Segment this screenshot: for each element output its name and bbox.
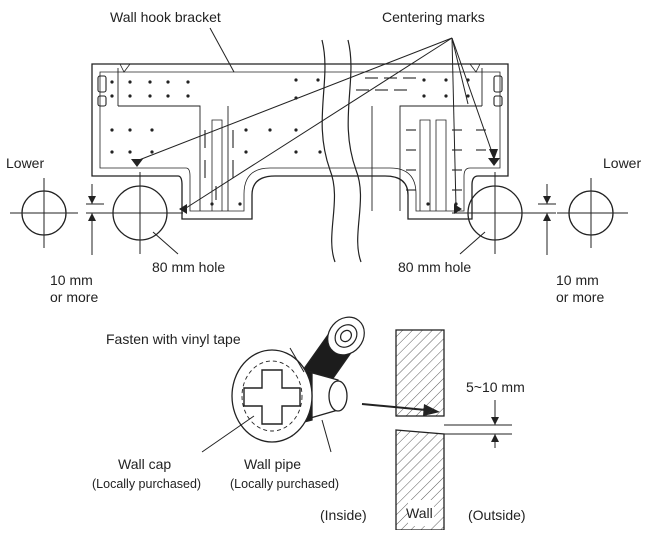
wall-hook-bracket (91, 63, 509, 220)
lower-hole-left (10, 178, 78, 248)
wall-cap-label: Wall cap (118, 456, 171, 472)
vinyl-tape-leader (289, 347, 305, 373)
wall-cap-leader (201, 415, 255, 453)
wall-pipe-label: Wall pipe (244, 456, 301, 472)
hole-right (452, 172, 538, 254)
centering-marks-label: Centering marks (382, 9, 485, 25)
centering-marks (131, 158, 500, 214)
lower-left-label: Lower (6, 155, 44, 171)
hole-left-label: 80 mm hole (152, 259, 225, 275)
outside-label: (Outside) (468, 507, 526, 523)
wall-pipe-leader (321, 419, 332, 453)
wall-section (395, 329, 445, 531)
gap-label: 5~10 mm (466, 379, 525, 395)
wall-hook-bracket-leader (209, 27, 235, 73)
clearance-right-label-1: 10 mm (556, 272, 599, 288)
centering-arrowhead (489, 149, 498, 160)
lower-right-label: Lower (603, 155, 641, 171)
clearance-dimension-right (538, 184, 556, 255)
pipe-cutaway-lines (321, 39, 362, 263)
inside-label: (Inside) (320, 507, 367, 523)
bracket-slots (97, 75, 503, 200)
bracket-screw-holes (110, 78, 470, 206)
wall-cap (231, 349, 313, 443)
clearance-left-label-1: 10 mm (50, 272, 93, 288)
hole-left-leader (152, 231, 179, 255)
wall-label: Wall (406, 505, 433, 521)
wall-hook-bracket-label: Wall hook bracket (110, 9, 221, 25)
wall-pipe-note: (Locally purchased) (230, 477, 339, 491)
gap-dimension (444, 400, 512, 448)
wall-cap-note: (Locally purchased) (92, 477, 201, 491)
hole-right-leader (459, 231, 486, 255)
clearance-left-label-2: or more (50, 289, 98, 305)
centering-marks-leaders (138, 37, 495, 209)
clearance-dimension-left (86, 184, 104, 255)
clearance-right-label-2: or more (556, 289, 604, 305)
lower-hole-right (557, 178, 628, 248)
hole-left (96, 172, 183, 254)
hole-right-label: 80 mm hole (398, 259, 471, 275)
fasten-tape-label: Fasten with vinyl tape (106, 331, 241, 347)
